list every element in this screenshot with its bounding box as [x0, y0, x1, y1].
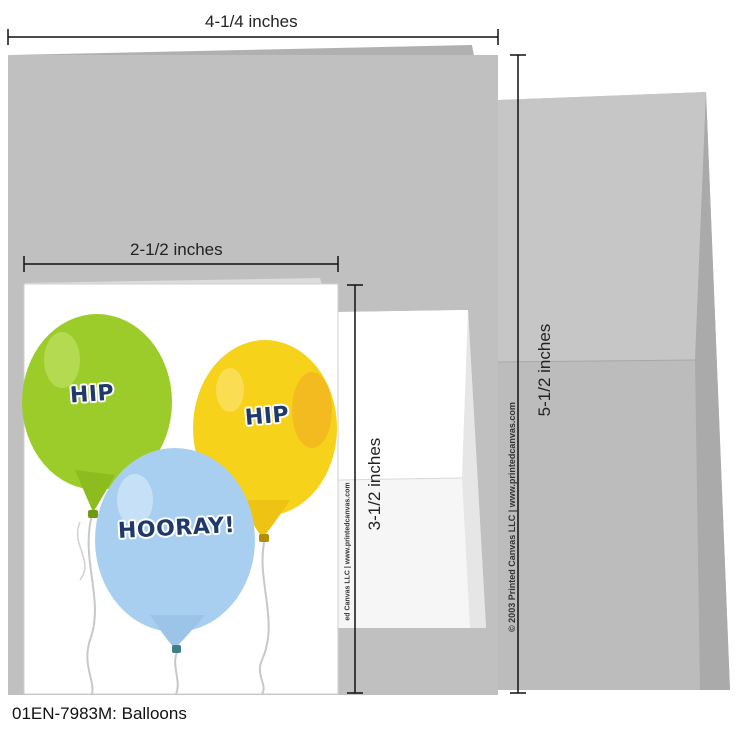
inner-height-label: 3-1/2 inches	[365, 437, 384, 531]
balloon-text-yellow: HIP	[243, 402, 291, 431]
copyright-small: ed Canvas LLC | www.printedcanvas.com	[344, 482, 352, 621]
copyright-large: © 2003 Printed Canvas LLC | www.printedc…	[507, 402, 517, 632]
inner-width-label: 2-1/2 inches	[130, 240, 223, 259]
balloon-text-green: HIP	[69, 380, 116, 409]
product-caption: 01EN-7983M: Balloons	[12, 704, 187, 723]
outer-width-label: 4-1/4 inches	[205, 12, 298, 31]
outer-height-label: 5-1/2 inches	[535, 323, 554, 417]
